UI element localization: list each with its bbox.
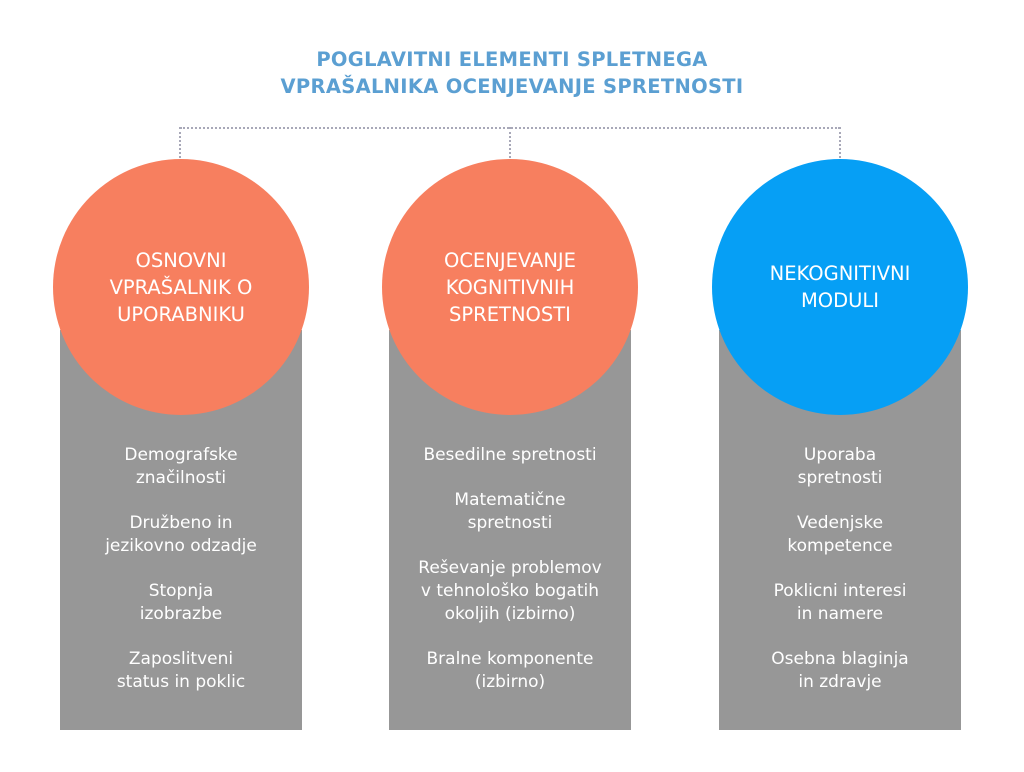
column-heading-circle-2: OCENJEVANJE KOGNITIVNIH SPRETNOSTI	[382, 159, 638, 415]
list-item: Matematične spretnosti	[389, 489, 631, 535]
list-item-line: Zaposlitveni	[128, 649, 234, 669]
heading-line: OSNOVNI	[135, 248, 227, 272]
list-item-line: Poklicni interesi	[773, 581, 907, 601]
list-item: Osebna blaginja in zdravje	[719, 648, 961, 694]
heading-line: UPORABNIKU	[117, 302, 245, 326]
list-item-line: status in poklic	[116, 672, 246, 692]
heading-line: OCENJEVANJE	[443, 248, 577, 272]
list-item: Vedenjske kompetence	[719, 512, 961, 558]
list-item-line: spretnosti	[797, 468, 883, 488]
list-item-line: in zdravje	[798, 672, 882, 692]
list-item-line: izobrazbe	[139, 604, 223, 624]
list-item: Stopnja izobrazbe	[60, 580, 302, 626]
heading-line: SPRETNOSTI	[449, 302, 571, 326]
list-item: Družbeno in jezikovno odzadje	[60, 512, 302, 558]
column-heading-circle-1: OSNOVNI VPRAŠALNIK O UPORABNIKU	[53, 159, 309, 415]
list-item-line: spretnosti	[467, 513, 553, 533]
list-item-line: in namere	[796, 604, 884, 624]
title-line-1: POGLAVITNI ELEMENTI SPLETNEGA	[316, 48, 708, 71]
list-item-line: Demografske	[124, 445, 238, 465]
connector-1	[179, 127, 181, 158]
list-item-line: Vedenjske	[796, 513, 884, 533]
title-line-2: VPRAŠALNIKA OCENJEVANJE SPRETNOSTI	[280, 75, 744, 98]
list-item: Demografske značilnosti	[60, 444, 302, 490]
list-item-line: značilnosti	[135, 468, 227, 488]
heading-line: KOGNITIVNIH	[445, 275, 575, 299]
list-item-line: kompetence	[787, 536, 893, 556]
list-item-line: Uporaba	[803, 445, 877, 465]
list-item-line: Matematične	[454, 490, 566, 510]
connector-2	[509, 127, 511, 158]
list-item-line: Družbeno in	[129, 513, 233, 533]
list-item: Besedilne spretnosti	[389, 444, 631, 467]
list-item: Bralne komponente (izbirno)	[389, 648, 631, 694]
diagram-title: POGLAVITNI ELEMENTI SPLETNEGA VPRAŠALNIK…	[0, 46, 1024, 100]
list-item: Poklicni interesi in namere	[719, 580, 961, 626]
list-item-line: Bralne komponente	[426, 649, 594, 669]
list-item-line: okoljih (izbirno)	[444, 604, 576, 624]
list-item: Zaposlitveni status in poklic	[60, 648, 302, 694]
list-item-line: Osebna blaginja	[771, 649, 909, 669]
heading-line: MODULI	[800, 289, 880, 312]
list-item-line: jezikovno odzadje	[105, 536, 257, 556]
heading-line: NEKOGNITIVNI	[769, 262, 911, 285]
heading-line: VPRAŠALNIK O	[109, 275, 253, 299]
list-item-line: v tehnološko bogatih	[420, 581, 600, 601]
list-item-line: Stopnja	[148, 581, 214, 601]
column-heading-circle-3: NEKOGNITIVNI MODULI	[712, 159, 968, 415]
list-item-line: (izbirno)	[474, 672, 546, 692]
list-item-line: Reševanje problemov	[418, 558, 602, 578]
list-item: Reševanje problemov v tehnološko bogatih o…	[389, 557, 631, 626]
list-item: Uporaba spretnosti	[719, 444, 961, 490]
connector-3	[839, 127, 841, 158]
list-item-line: Besedilne spretnosti	[423, 445, 597, 465]
